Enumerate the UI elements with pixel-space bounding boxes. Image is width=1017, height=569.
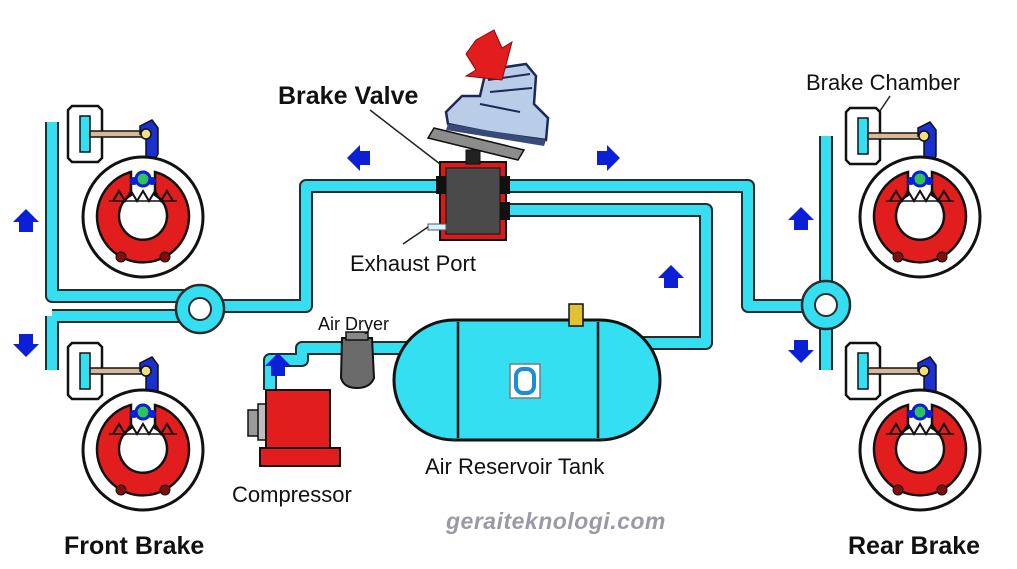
- compressor: [247, 389, 341, 467]
- rear-brake-label: Rear Brake: [848, 532, 981, 560]
- drum-brake-icon: [858, 388, 982, 512]
- air-reservoir-tank: [392, 303, 662, 442]
- drain-valve: [568, 303, 584, 327]
- pressure-gauge-icon: [509, 363, 541, 399]
- front-brake-label: Front Brake: [64, 532, 205, 560]
- flow-arrow-down-icon: [788, 340, 814, 363]
- flow-arrow-up-icon: [658, 265, 684, 288]
- drum-brake-icon: [81, 155, 205, 279]
- front-junction: [174, 283, 226, 335]
- brake-chamber-label: Brake Chamber: [806, 70, 961, 95]
- exhaust-port: [427, 223, 447, 231]
- drum-brake-icon: [858, 155, 982, 279]
- flow-arrow-up-icon: [13, 209, 39, 232]
- exhaust-port-label: Exhaust Port: [350, 251, 476, 276]
- air-lines: [45, 122, 833, 390]
- brake-valve: [427, 149, 510, 241]
- air-dryer-label: Air Dryer: [318, 314, 389, 334]
- drum-brake-icon: [81, 388, 205, 512]
- flow-arrow-up-icon: [788, 207, 814, 230]
- brake-valve-label: Brake Valve: [278, 82, 419, 110]
- compressor-label: Compressor: [232, 482, 352, 507]
- boot-on-pedal-icon: [426, 62, 550, 161]
- air-dryer: [339, 331, 376, 390]
- flow-arrow-down-icon: [13, 334, 39, 357]
- brake-chamber-icon: [66, 104, 160, 166]
- watermark: geraiteknologi.com: [446, 508, 666, 534]
- rear-junction: [800, 279, 852, 331]
- flow-arrow-left-icon: [347, 145, 370, 171]
- air-reservoir-tank-label: Air Reservoir Tank: [425, 454, 605, 479]
- flow-arrow-right-icon: [597, 145, 620, 171]
- pedal-press-arrow-icon: [464, 29, 513, 81]
